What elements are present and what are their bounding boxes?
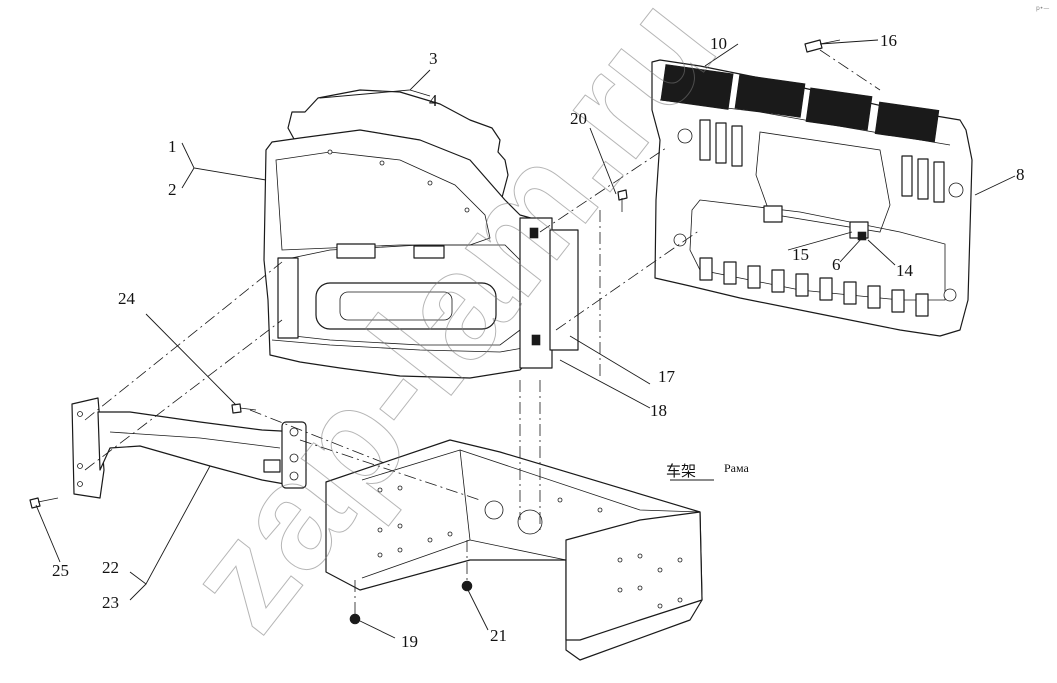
vent-slots (660, 64, 940, 143)
assembly-lines (84, 49, 881, 618)
clip-row (699, 257, 929, 317)
corner-mark: р•— (1036, 5, 1049, 12)
upper-clips (699, 119, 945, 203)
callout-8: 8 (1016, 165, 1025, 184)
frame-label-cn: 车架 (666, 462, 696, 480)
callouts: 1 2 3 4 6 8 10 14 15 16 17 18 19 20 21 2… (52, 31, 1025, 651)
callout-4: 4 (429, 91, 438, 110)
callout-18: 18 (650, 401, 667, 420)
rear-panel (651, 59, 973, 337)
callout-20: 20 (570, 109, 587, 128)
callout-16: 16 (880, 31, 897, 50)
frame-holes (377, 485, 683, 609)
callout-17: 17 (658, 367, 676, 386)
frame-label-ru: Рама (724, 461, 750, 475)
mount-bracket (71, 397, 307, 499)
side-fender (263, 129, 579, 379)
leader-lines (35, 39, 1016, 639)
chassis-frame (325, 439, 703, 661)
callout-19: 19 (401, 632, 418, 651)
callout-22: 22 (102, 558, 119, 577)
callout-24: 24 (118, 289, 136, 308)
callout-23: 23 (102, 593, 119, 612)
callout-2: 2 (168, 180, 177, 199)
callout-25: 25 (52, 561, 69, 580)
callout-3: 3 (429, 49, 438, 68)
callout-10: 10 (710, 34, 727, 53)
callout-6: 6 (832, 255, 841, 274)
callout-1: 1 (168, 137, 177, 156)
callout-15: 15 (792, 245, 809, 264)
callout-14: 14 (896, 261, 914, 280)
callout-21: 21 (490, 626, 507, 645)
